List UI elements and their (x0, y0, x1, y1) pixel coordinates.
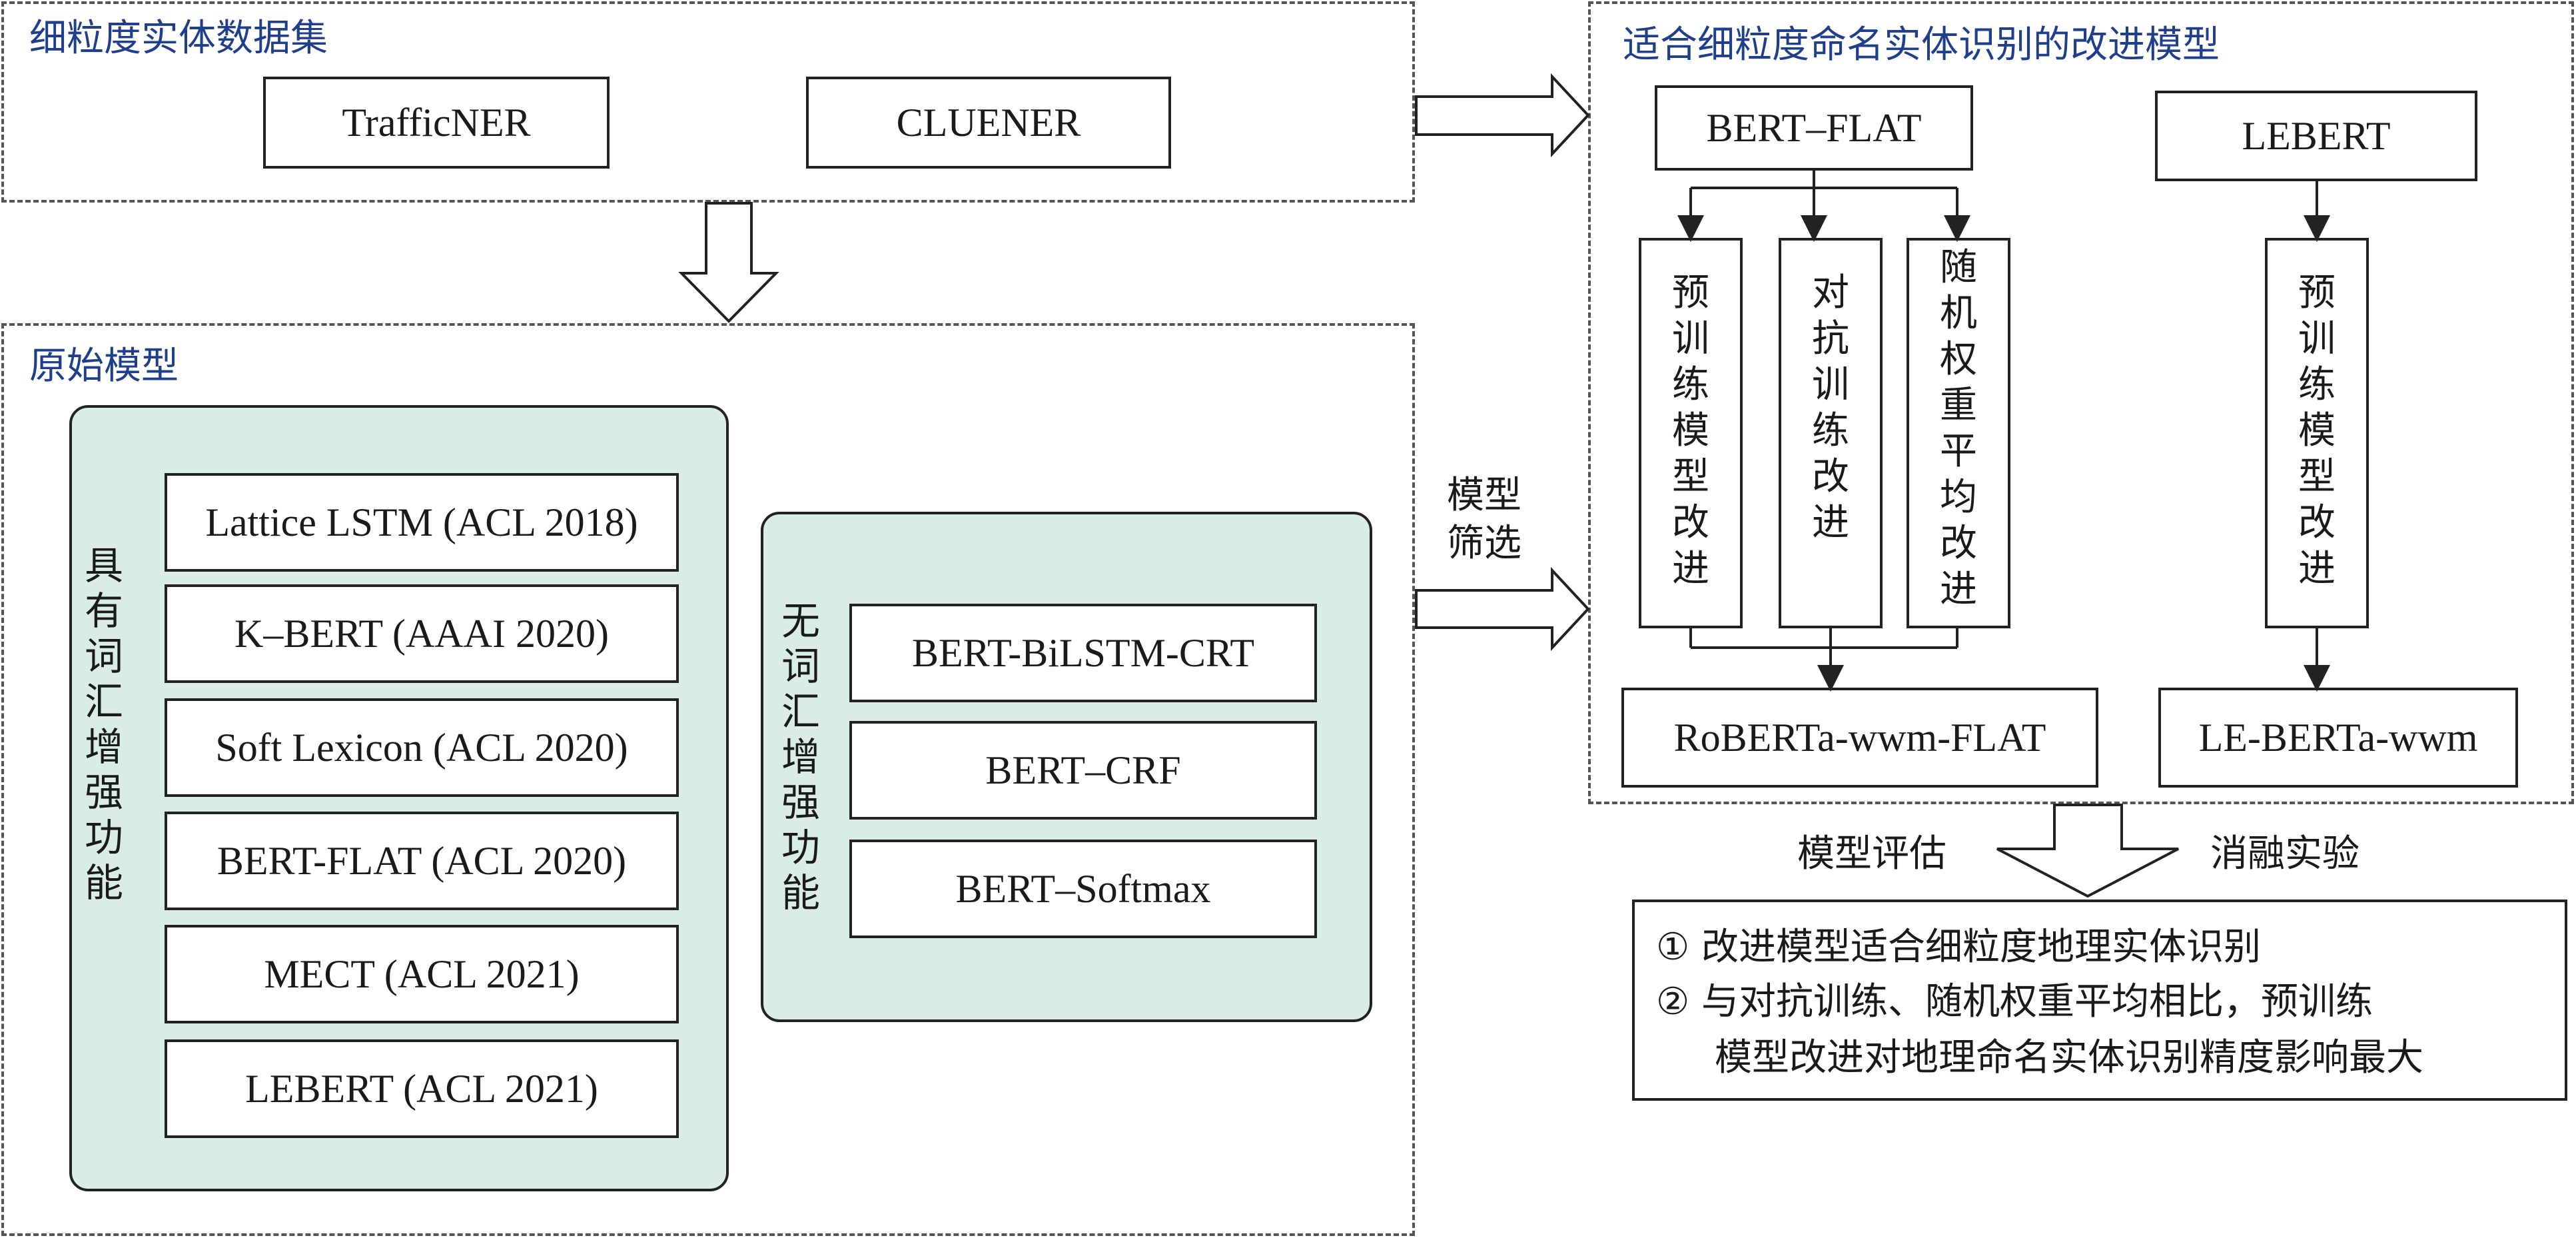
model-selection-label-line1: 模型筛选 (1447, 472, 1525, 568)
block-arrow-right-selection (1415, 566, 1590, 652)
no-lexicon-label: 无词汇增强功能 (781, 598, 820, 916)
evaluation-right-label: 消融实验 (2210, 832, 2360, 876)
original-models-section (1, 323, 1415, 1236)
original-models-title: 原始模型 (29, 344, 179, 388)
dataset-section-title: 细粒度实体数据集 (29, 17, 328, 60)
conclusion-line-2: ② 与对抗训练、随机权重平均相比，预训练 (1656, 980, 2373, 1023)
model-lebert: LEBERT (ACL 2021) (165, 1039, 679, 1138)
model-bert-flat: BERT-FLAT (ACL 2020) (165, 812, 679, 910)
conclusion-box (1632, 900, 2567, 1101)
block-arrow-down-datasets (678, 202, 779, 323)
roberta-wwm-flat-result: RoBERTa-wwm-FLAT (1621, 688, 2098, 788)
model-bert-softmax: BERT–Softmax (849, 840, 1317, 938)
dataset-trafficner: TrafficNER (263, 77, 610, 169)
dataset-cluener: CLUENER (806, 77, 1171, 169)
dataset-section (1, 1, 1415, 203)
model-bert-crf: BERT–CRF (849, 721, 1317, 820)
model-lattice-lstm: Lattice LSTM (ACL 2018) (165, 473, 679, 572)
model-selection-label: 模型筛选 (1447, 474, 1521, 565)
lexicon-enhanced-label: 具有词汇增强功能 (84, 543, 123, 906)
flat-method-swa: 随机权重平均改进 (1907, 238, 2010, 628)
conclusion-line-1: ① 改进模型适合细粒度地理实体识别 (1656, 926, 2262, 969)
le-berta-wwm-result: LE-BERTa-wwm (2158, 688, 2518, 788)
model-bert-bilstm-crt: BERT-BiLSTM-CRT (849, 604, 1317, 702)
improved-models-section (1588, 1, 2574, 804)
model-k-bert: K–BERT (AAAI 2020) (165, 584, 679, 683)
block-arrow-down-evaluation (1996, 804, 2179, 898)
flat-method-adversarial: 对抗训练改进 (1779, 238, 1883, 628)
conclusion-line-3: 模型改进对地理命名实体识别精度影响最大 (1715, 1036, 2423, 1079)
model-soft-lexicon: Soft Lexicon (ACL 2020) (165, 698, 679, 797)
flat-method-pretraining: 预训练模型改进 (1639, 238, 1743, 628)
model-mect: MECT (ACL 2021) (165, 925, 679, 1023)
evaluation-left-label: 模型评估 (1797, 832, 1946, 876)
lebert-base: LEBERT (2155, 91, 2477, 181)
bert-flat-base: BERT–FLAT (1655, 85, 1973, 171)
block-arrow-right-datasets (1415, 73, 1590, 158)
improved-models-title: 适合细粒度命名实体识别的改进模型 (1623, 23, 2220, 67)
lebert-method-pretraining: 预训练模型改进 (2265, 238, 2369, 628)
